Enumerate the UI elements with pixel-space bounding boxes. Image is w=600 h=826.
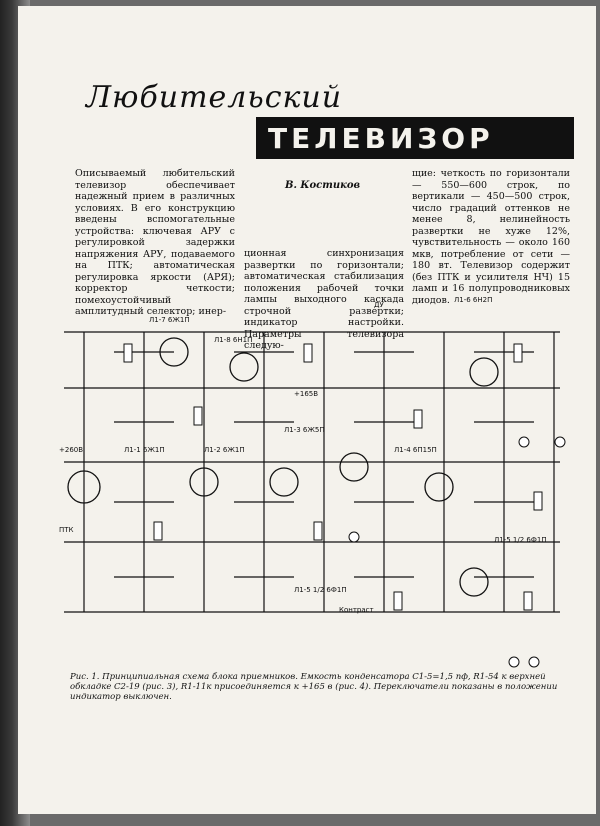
article-column-3: щие: четкость по горизонтали — 550—600 с… bbox=[412, 168, 570, 306]
svg-text:ПТК: ПТК bbox=[59, 526, 74, 534]
title-script: Любительский bbox=[86, 80, 343, 115]
svg-text:Л1-6 6Н2П: Л1-6 6Н2П bbox=[454, 296, 492, 304]
svg-text:+260В: +260В bbox=[59, 446, 83, 454]
terminals bbox=[348, 436, 566, 668]
svg-text:Л1-5 1/2 6Ф1П: Л1-5 1/2 6Ф1П bbox=[294, 586, 347, 594]
circuit-schematic: Л1-7 6Ж1П Л1-8 6Н1П Л1-6 6Н2П Л1-3 6Ж5П Л1… bbox=[59, 296, 566, 668]
svg-text:ДУ: ДУ bbox=[374, 301, 384, 309]
svg-text:Л1-3 6Ж5П: Л1-3 6Ж5П bbox=[284, 426, 325, 434]
article-column-1: Описываемый любительский телевизор обесп… bbox=[75, 168, 235, 317]
svg-text:Контраст: Контраст bbox=[339, 606, 374, 614]
svg-text:+165В: +165В bbox=[294, 390, 318, 398]
svg-text:Л1-8 6Н1П: Л1-8 6Н1П bbox=[214, 336, 252, 344]
svg-text:Л1-7 6Ж1П: Л1-7 6Ж1П bbox=[149, 316, 190, 324]
title-box bbox=[256, 117, 574, 159]
resistors bbox=[123, 343, 543, 611]
svg-text:Л1-4 6П15П: Л1-4 6П15П bbox=[394, 446, 437, 454]
figure-caption: Рис. 1. Принципиальная схема блока прием… bbox=[70, 672, 558, 702]
title-main: ТЕЛЕВИЗОР bbox=[268, 122, 494, 155]
schematic-labels: Л1-7 6Ж1П Л1-8 6Н1П Л1-6 6Н2П Л1-3 6Ж5П Л1… bbox=[59, 296, 547, 614]
svg-text:Л1-1 6Ж1П: Л1-1 6Ж1П bbox=[124, 446, 165, 454]
schematic-wires bbox=[64, 331, 560, 613]
svg-text:Л1-5 1/2 6Ф1П: Л1-5 1/2 6Ф1П bbox=[494, 536, 547, 544]
author: В. Костиков bbox=[285, 180, 361, 191]
svg-text:Л1-2 6Ж1П: Л1-2 6Ж1П bbox=[204, 446, 245, 454]
vacuum-tubes bbox=[67, 337, 499, 597]
